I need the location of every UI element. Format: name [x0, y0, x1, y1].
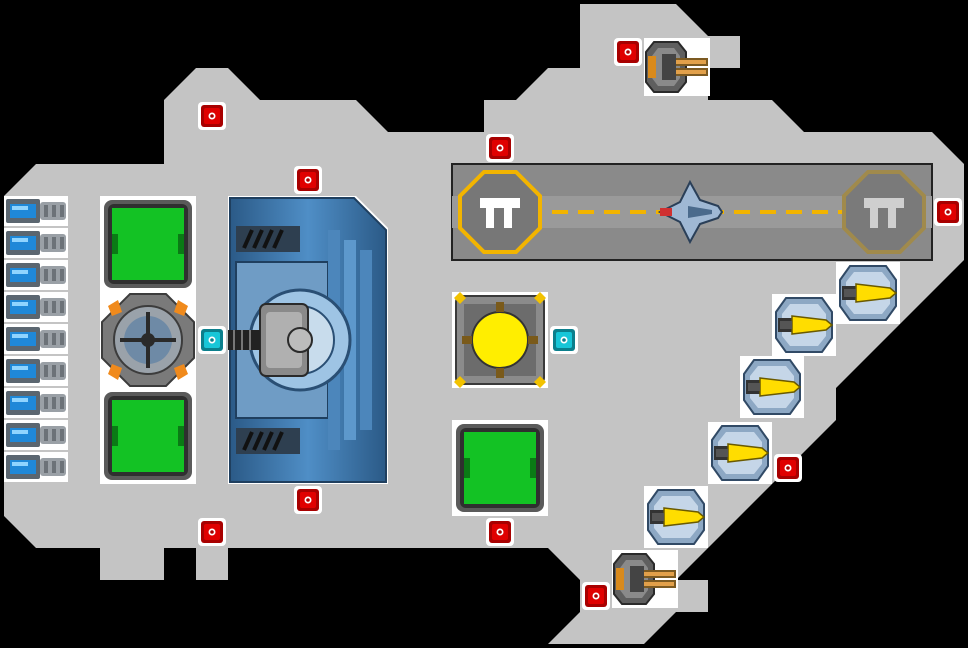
reactor-icon[interactable]: [100, 292, 196, 388]
missile-pod-icon[interactable]: [643, 485, 709, 549]
fighter-icon[interactable]: [657, 179, 724, 245]
battery-icon[interactable]: [4, 324, 68, 354]
turret-icon[interactable]: [611, 549, 679, 609]
turret-icon[interactable]: [643, 37, 711, 97]
battery-icon[interactable]: [4, 420, 68, 450]
green-room[interactable]: [100, 388, 196, 484]
battery-icon[interactable]: [4, 388, 68, 418]
hardpoint-red-icon[interactable]: [486, 134, 514, 162]
hardpoint-red-icon[interactable]: [582, 582, 610, 610]
battery-icon[interactable]: [4, 292, 68, 322]
battery-icon[interactable]: [4, 228, 68, 258]
green-room[interactable]: [452, 420, 548, 516]
landing-pad-icon[interactable]: [842, 170, 926, 254]
power-core-icon[interactable]: [452, 292, 548, 388]
green-room[interactable]: [100, 196, 196, 292]
battery-icon[interactable]: [4, 452, 68, 482]
missile-pod-icon[interactable]: [707, 421, 773, 485]
battery-icon[interactable]: [4, 196, 68, 226]
landing-pad-icon[interactable]: [458, 170, 542, 254]
missile-pod-icon[interactable]: [771, 293, 837, 357]
hangar-runway[interactable]: [451, 163, 933, 261]
hardpoint-red-icon[interactable]: [294, 486, 322, 514]
hardpoint-cyan-icon[interactable]: [198, 326, 226, 354]
hardpoint-red-icon[interactable]: [486, 518, 514, 546]
missile-pod-icon[interactable]: [835, 261, 901, 325]
battery-icon[interactable]: [4, 260, 68, 290]
hardpoint-red-icon[interactable]: [294, 166, 322, 194]
hardpoint-red-icon[interactable]: [774, 454, 802, 482]
battery-stack: [4, 196, 68, 482]
hardpoint-cyan-icon[interactable]: [550, 326, 578, 354]
hardpoint-red-icon[interactable]: [614, 38, 642, 66]
hardpoint-red-icon[interactable]: [198, 102, 226, 130]
hardpoint-red-icon[interactable]: [934, 198, 962, 226]
battery-icon[interactable]: [4, 356, 68, 386]
hardpoint-red-icon[interactable]: [198, 518, 226, 546]
missile-pod-icon[interactable]: [739, 355, 805, 419]
engine-module-icon[interactable]: [228, 196, 388, 484]
